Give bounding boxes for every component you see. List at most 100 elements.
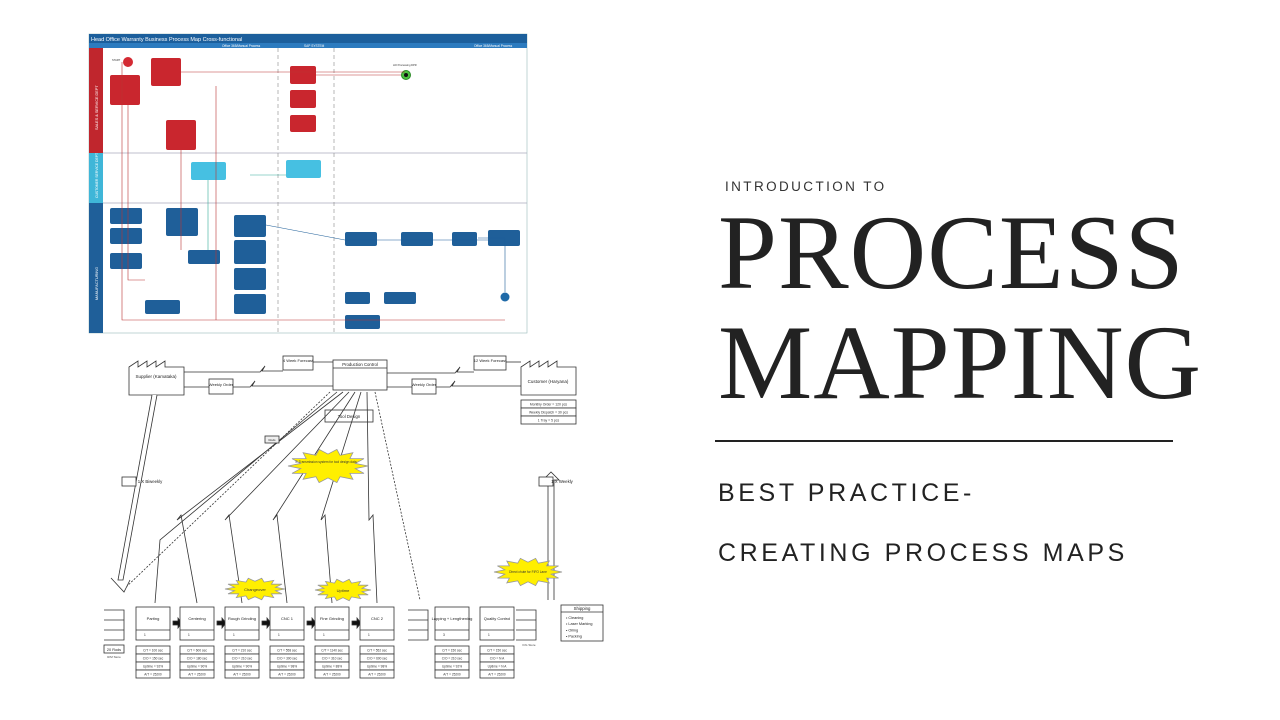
operator-count: 1	[144, 633, 146, 637]
value-stream-map: Supplier (Kamataka) Customer (Haryana) P…	[103, 355, 604, 679]
process-data-text: C/O = 310 sec	[322, 657, 343, 661]
kicker: INTRODUCTION TO	[725, 179, 887, 194]
supermarket-icon	[516, 609, 537, 641]
process-data-text: C/O = 150 sec	[143, 657, 164, 661]
divider	[715, 440, 1173, 442]
lane-label: SALES & SERVICE DEPT	[95, 85, 99, 130]
kaizen-burst-text: E-Transmission system for tool design da…	[296, 460, 357, 464]
flow-connector	[478, 237, 506, 292]
start-event	[123, 57, 133, 67]
process-data-text: C/T = 150 sec	[442, 649, 462, 653]
push-arrow	[261, 616, 272, 630]
process-name: Quality Control	[484, 616, 511, 621]
supplier-forecast: 4 Week Forecast	[283, 358, 314, 363]
tool-design-label: Tool Design	[338, 414, 361, 419]
flow-connector	[121, 62, 505, 321]
shipping-step: • Oiling	[566, 628, 578, 632]
process-box	[479, 606, 515, 641]
customer-label: Customer (Haryana)	[528, 379, 569, 384]
customer-forecast: 12 Week Forecast	[474, 358, 507, 363]
operator-count: 3	[443, 633, 445, 637]
push-arrow	[351, 616, 362, 630]
supplier-factory-icon	[128, 360, 185, 396]
electronic-info-line	[224, 391, 350, 604]
fg-store-label: F/G Store	[522, 643, 535, 647]
process-step-box	[345, 232, 377, 246]
process-data-text: Uptime = 88%	[322, 665, 342, 669]
process-name: Lapping + Lengthening	[432, 616, 473, 621]
kaizen-burst-text: Uptime	[337, 588, 350, 593]
process-step-box	[110, 253, 142, 269]
swimlane-map: Head Office Warranty Business Process Ma…	[88, 33, 528, 334]
process-data-row	[314, 669, 350, 679]
production-control-box	[332, 359, 388, 391]
kaizen-burst-text: Changeover	[244, 587, 266, 592]
title-line-1: PROCESS	[718, 194, 1185, 311]
lane-header-manufacturing	[89, 203, 103, 333]
process-box	[135, 606, 171, 641]
raw-store-count: 20 Rods	[107, 648, 121, 652]
process-name: Rough Grinding	[228, 616, 256, 621]
process-step-box	[290, 115, 316, 132]
subtitle-line-1: BEST PRACTICE-	[718, 479, 975, 507]
process-step-box	[110, 75, 140, 105]
process-step-box	[234, 294, 266, 314]
process-data-text: A/T = 25200	[323, 673, 341, 677]
shipping-step: • Cleaning	[566, 616, 583, 620]
process-name: Parting	[147, 616, 160, 621]
process-step-box	[166, 208, 198, 236]
process-data-text: C/T = 552 sec	[367, 649, 387, 653]
process-data-row	[135, 669, 171, 679]
process-data-text: Uptime = 92%	[442, 665, 462, 669]
supplier-label: Supplier (Kamataka)	[135, 374, 177, 379]
process-step-box	[384, 292, 416, 304]
supermarket-icon	[408, 609, 429, 641]
production-control-label: Production Control	[342, 362, 378, 367]
push-arrow	[216, 616, 227, 630]
process-data-text: C/T = 1140 sec	[321, 649, 343, 653]
process-data-text: Uptime = N A	[488, 665, 508, 669]
process-step-box	[191, 162, 226, 180]
process-data-row	[269, 669, 305, 679]
process-name: Fine Grinding	[320, 616, 344, 621]
process-step-box	[290, 90, 316, 108]
electronic-info-line	[320, 391, 362, 604]
process-data-text: C/T = 600 sec	[187, 649, 207, 653]
swimlane-title: Head Office Warranty Business Process Ma…	[91, 37, 242, 43]
customer-info-text: Monthly Order = 120 pcs	[530, 403, 568, 407]
process-step-box	[188, 250, 220, 264]
rods-label: Rods	[268, 438, 276, 442]
process-step-box	[345, 292, 370, 304]
customer-info-text: 1 Tray = 5 pcs	[538, 419, 560, 423]
process-box	[269, 606, 305, 641]
phase-label: Office 365/Manual Process	[222, 44, 261, 48]
kaizen-burst	[287, 448, 369, 484]
raw-store-label: R/M Store	[107, 655, 121, 659]
truck-icon	[121, 476, 137, 487]
lane-header-sales	[89, 48, 103, 153]
lane-label: MANUFACTURING	[95, 267, 99, 300]
lane-label: CUSTOMER SERVICE DEPT	[95, 153, 99, 198]
process-data-text: C/O = 210 sec	[442, 657, 463, 661]
supplier-shipment-arrow	[110, 394, 158, 593]
process-step-box	[234, 215, 266, 237]
process-data-text: C/O = 300 sec	[277, 657, 298, 661]
process-data-row	[359, 669, 395, 679]
process-data-text: A/T = 25200	[188, 673, 206, 677]
process-step-box	[452, 232, 477, 246]
customer-info-row	[520, 415, 577, 425]
process-step-box	[110, 228, 142, 244]
process-box	[224, 606, 260, 641]
process-data-text: C/O = 180 sec	[187, 657, 208, 661]
process-step-box	[166, 120, 196, 150]
process-step-box	[290, 66, 316, 84]
phase-label: Office 365/Manual Process	[474, 44, 513, 48]
process-data-text: C/O = 210 sec	[232, 657, 253, 661]
process-step-box	[234, 268, 266, 290]
kaizen-burst-text: Direct chute for FIFO Lane	[509, 570, 547, 574]
kaizen-burst	[314, 578, 372, 602]
process-step-box	[401, 232, 433, 246]
supplier-delivery-label: 1 X Biweekly	[138, 479, 163, 484]
